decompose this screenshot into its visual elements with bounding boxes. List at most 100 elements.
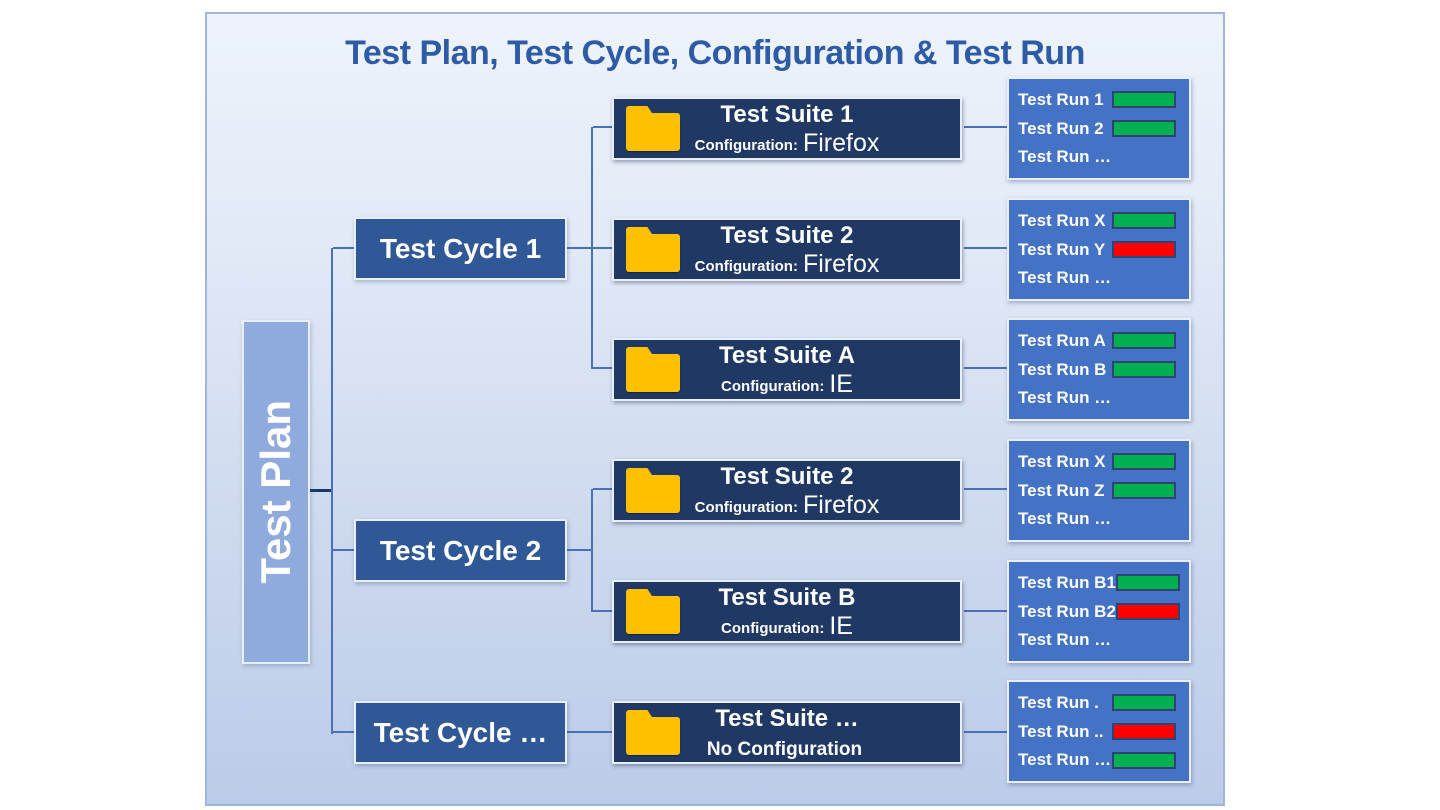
status-bar [1112, 694, 1176, 712]
configuration-label: Configuration: [721, 377, 825, 395]
status-bar [1115, 603, 1180, 620]
test-run-panel: Test Run . Test Run .. Test Run … [1007, 680, 1191, 783]
run-label: Test Run A [1018, 330, 1106, 350]
test-run-panel: Test Run A Test Run B Test Run … [1007, 318, 1191, 421]
configuration-value: IE [829, 611, 853, 640]
connector-line [593, 367, 612, 369]
run-label: Test Run … [1018, 147, 1112, 167]
connector-line [331, 248, 333, 734]
test-suite-title: Test Suite A [718, 342, 856, 370]
test-cycle-node: Test Cycle … [354, 701, 567, 764]
run-row: Test Run … [1009, 388, 1189, 408]
run-row: Test Run .. [1009, 722, 1189, 742]
run-label: Test Run … [1018, 268, 1112, 288]
status-bar [1112, 212, 1176, 230]
connector-line [593, 126, 612, 128]
run-label: Test Run … [1018, 388, 1112, 408]
status-bar [1112, 453, 1176, 471]
run-label: Test Run B [1018, 359, 1107, 379]
test-suite-node: Test Suite 2 Configuration:Firefox [612, 459, 962, 522]
test-cycle-node: Test Cycle 1 [354, 217, 567, 280]
suite-configuration: Configuration:IE [614, 613, 960, 639]
connector-line [567, 549, 593, 551]
status-bar [1112, 91, 1176, 109]
test-run-panel: Test Run X Test Run Z Test Run … [1007, 439, 1191, 542]
configuration-label: Configuration: [721, 619, 825, 637]
run-row: Test Run … [1009, 147, 1189, 167]
configuration-label: Configuration: [694, 257, 798, 275]
status-bar [1115, 574, 1180, 592]
run-label: Test Run B1 [1018, 572, 1116, 592]
run-label: Test Run X [1018, 210, 1106, 230]
suite-configuration: No Configuration [614, 734, 960, 760]
suite-configuration: Configuration:Firefox [614, 130, 960, 156]
test-suite-title: Test Suite … [715, 705, 859, 733]
folder-icon [626, 474, 680, 513]
configuration-label: Configuration: [694, 498, 798, 516]
test-suite-node: Test Suite A Configuration:IE [612, 338, 962, 401]
test-plan-label: Test Plan [252, 400, 299, 584]
test-suite-title: Test Suite 1 [720, 101, 854, 129]
status-bar [1112, 361, 1176, 378]
test-plan-node: Test Plan [242, 320, 310, 664]
test-run-panel: Test Run B1 Test Run B2 Test Run … [1007, 560, 1191, 663]
run-label: Test Run … [1018, 750, 1112, 770]
connector-line [333, 731, 354, 733]
run-label: Test Run … [1018, 630, 1112, 650]
connector-line [333, 247, 354, 249]
connector-line [591, 489, 593, 612]
connector-line [591, 127, 593, 369]
run-row: Test Run … [1009, 750, 1189, 770]
run-row: Test Run 2 [1009, 119, 1189, 139]
run-row: Test Run Y [1009, 240, 1189, 260]
test-suite-node: Test Suite 1 Configuration:Firefox [612, 97, 962, 160]
configuration-value: Firefox [802, 128, 880, 157]
test-suite-title: Test Suite 2 [720, 463, 854, 491]
run-row: Test Run Z [1009, 481, 1189, 501]
configuration-label: Configuration: [694, 136, 798, 154]
run-row: Test Run 1 [1009, 90, 1189, 110]
run-row: Test Run B [1009, 360, 1189, 380]
connector-line [310, 489, 331, 492]
run-row: Test Run B2 [1009, 602, 1189, 622]
run-label: Test Run X [1018, 451, 1106, 471]
connector-line [964, 610, 1007, 612]
connector-line [567, 247, 612, 249]
status-bar [1112, 332, 1176, 350]
run-row: Test Run X [1009, 211, 1189, 231]
run-label: Test Run 1 [1018, 89, 1104, 109]
run-label: Test Run . [1018, 692, 1099, 712]
suite-configuration: Configuration:Firefox [614, 251, 960, 277]
status-bar [1112, 120, 1176, 137]
test-suite-title: Test Suite B [718, 584, 856, 612]
connector-line [964, 126, 1007, 128]
folder-icon [626, 353, 680, 392]
connector-line [964, 247, 1007, 249]
connector-line [964, 731, 1007, 733]
connector-line [964, 367, 1007, 369]
test-run-panel: Test Run X Test Run Y Test Run … [1007, 198, 1191, 301]
configuration-value: Firefox [802, 490, 880, 519]
diagram-title: Test Plan, Test Cycle, Configuration & T… [345, 34, 1085, 72]
connector-line [593, 610, 612, 612]
test-suite-node: Test Suite … No Configuration [612, 701, 962, 764]
slide-panel: Test Plan, Test Cycle, Configuration & T… [205, 12, 1225, 806]
run-row: Test Run X [1009, 452, 1189, 472]
folder-icon [626, 595, 680, 634]
run-row: Test Run . [1009, 693, 1189, 713]
run-label: Test Run 2 [1018, 118, 1104, 138]
suite-configuration: Configuration:Firefox [614, 492, 960, 518]
test-run-panel: Test Run 1 Test Run 2 Test Run … [1007, 77, 1191, 180]
run-row: Test Run … [1009, 630, 1189, 650]
status-bar [1112, 751, 1176, 769]
connector-line [567, 731, 612, 733]
folder-icon [626, 112, 680, 151]
connector-line [593, 488, 612, 490]
test-suite-title: Test Suite 2 [720, 222, 854, 250]
folder-icon [626, 233, 680, 272]
run-row: Test Run B1 [1009, 573, 1189, 593]
run-row: Test Run A [1009, 331, 1189, 351]
run-row: Test Run … [1009, 509, 1189, 529]
configuration-value: IE [829, 369, 853, 398]
run-label: Test Run Z [1018, 480, 1105, 500]
